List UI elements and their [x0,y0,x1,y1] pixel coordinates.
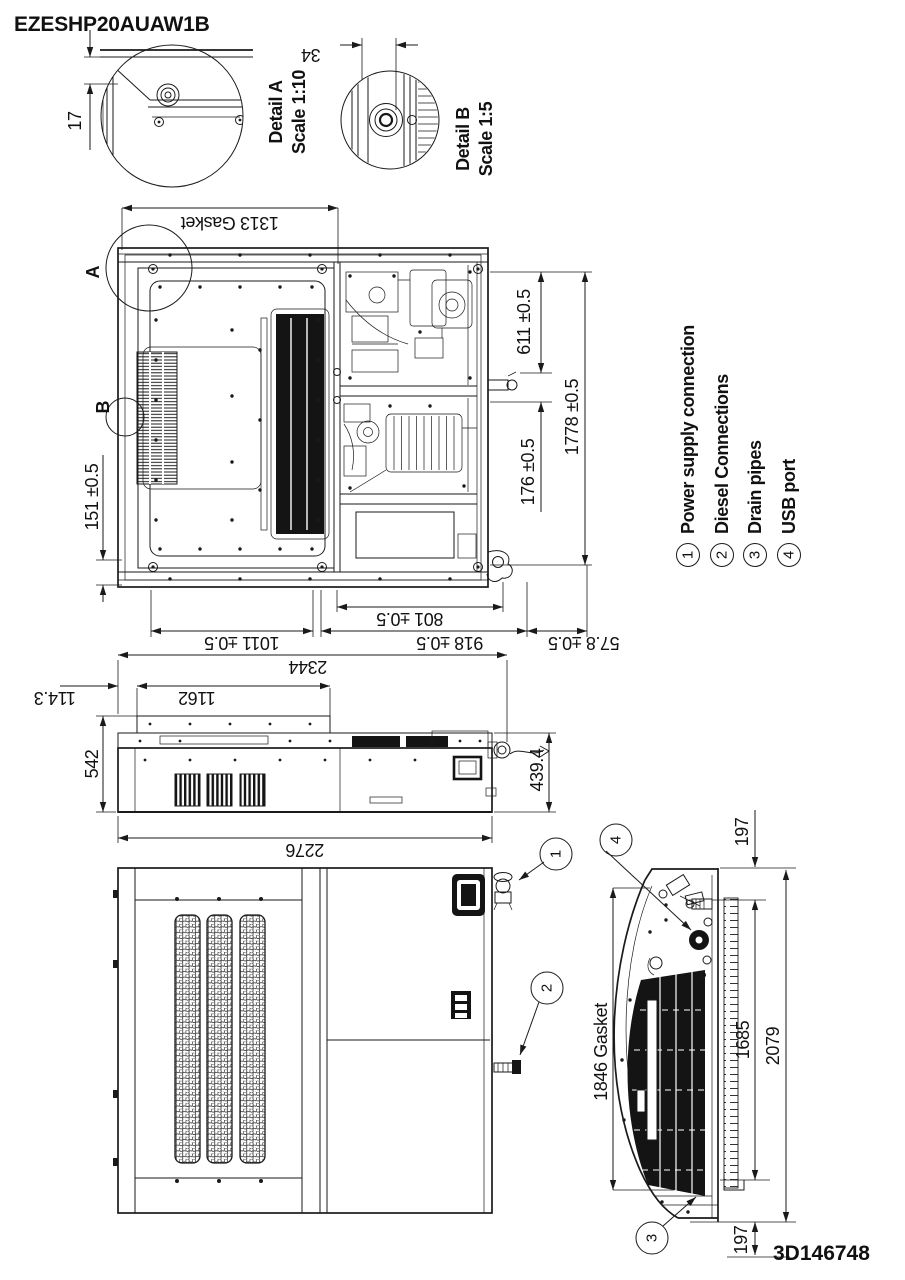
callout-1: 1 [518,837,573,881]
svg-text:USB port: USB port [779,459,799,534]
detail-b-dim-34: 34 [301,38,418,110]
side-grille-1 [174,773,201,807]
svg-text:801 ±0.5: 801 ±0.5 [376,609,443,629]
top-view-machinery-compartment [333,262,478,572]
svg-text:1778 ±0.5: 1778 ±0.5 [562,378,582,455]
svg-text:542: 542 [82,749,102,778]
svg-text:17: 17 [65,111,85,131]
front-grille-strip-3 [239,914,266,1164]
front-view [113,867,521,1214]
side-view-vent-1 [352,736,400,747]
callout-3: 3 [635,1196,697,1255]
svg-text:Drain pipes: Drain pipes [745,440,765,534]
side-view-dimensions: 2344 1162 114.3 542 439.4 2276 [34,651,556,860]
discharge-slots [276,314,324,534]
top-view: A B 1313 Gasket 611 ±0.5 1778 ±0.5 176 ±… [82,204,620,653]
detail-b-label: Detail B [453,107,473,171]
svg-text:197: 197 [731,1225,751,1254]
svg-text:2079: 2079 [763,1026,783,1065]
callout-2: 2 [519,971,564,1056]
section-b-circle [105,397,145,437]
legend-item-1: 1 Power supply connection [676,325,700,567]
svg-text:1846 Gasket: 1846 Gasket [591,1003,611,1101]
svg-text:151 ±0.5: 151 ±0.5 [82,463,102,530]
drawing-number: 3D146748 [773,1242,870,1265]
svg-text:3: 3 [747,551,764,559]
side-view-vent-2 [406,736,448,747]
profile-view-dimensions: 197 1685 2079 1846 Gasket 197 [591,810,796,1258]
top-view-side-pipe [487,371,518,391]
front-grille-strip-1 [174,914,201,1164]
svg-text:2276: 2276 [285,840,324,860]
section-a-circle [105,224,193,312]
detail-a-label: Detail A [266,80,286,144]
svg-text:1: 1 [680,551,697,559]
detail-b-boundary-circle [340,70,440,170]
side-grille-3 [239,773,266,807]
front-display-panel [452,874,485,916]
side-grille-2 [206,773,233,807]
legend-item-2: 2 Diesel Connections [710,374,734,567]
diesel-connection-pipe [493,1060,521,1074]
side-display [452,755,483,781]
power-supply-gland [493,872,513,911]
svg-text:1: 1 [548,850,565,858]
detail-b-view: 34 Detail B Scale 1:5 [301,38,496,176]
svg-text:439.4: 439.4 [527,748,547,791]
front-grille-strip-2 [206,914,233,1164]
svg-text:1313 Gasket: 1313 Gasket [181,213,279,233]
detail-a-part-lines [102,57,243,187]
svg-text:918 ±0.5: 918 ±0.5 [416,633,483,653]
front-connector-block [451,991,471,1019]
detail-a-dim-17: 17 [65,30,118,150]
section-a-label: A [83,266,103,279]
svg-text:4: 4 [781,551,798,559]
legend-item-3: 3 Drain pipes [743,440,767,567]
svg-text:176 ±0.5: 176 ±0.5 [518,438,538,505]
lifting-bracket [658,873,705,907]
side-view-body [117,747,493,813]
profile-coil-block [627,970,705,1196]
page-title: EZESHP20AUAW1B [14,13,210,36]
svg-text:34: 34 [301,45,321,65]
detail-b-scale: Scale 1:5 [476,101,496,176]
svg-text:2344: 2344 [288,657,327,677]
top-view-drain-connector [486,550,513,582]
svg-text:197: 197 [732,817,752,846]
svg-text:114.3: 114.3 [34,688,76,708]
intake-grille [136,351,178,485]
top-view-outline [117,247,489,588]
top-view-coil-panel [136,267,335,569]
profile-handle-slot [646,999,658,1141]
callout-4: 4 [599,823,692,931]
svg-text:Power supply connection: Power supply connection [678,325,698,534]
legend-item-4: 4 USB port [777,459,801,567]
detail-a-view: 17 Detail A Scale 1:10 [65,30,309,188]
svg-text:3: 3 [644,1234,661,1242]
svg-text:1685: 1685 [733,1020,753,1059]
svg-text:57.8 ±0.5: 57.8 ±0.5 [548,633,620,653]
top-view-frame-screws [148,253,483,581]
profile-view: 197 1685 2079 1846 Gasket 197 [591,810,796,1258]
svg-text:1011 ±0.5: 1011 ±0.5 [204,633,279,653]
svg-text:611 ±0.5: 611 ±0.5 [514,289,534,355]
svg-text:Diesel Connections: Diesel Connections [712,374,732,534]
detail-a-scale: Scale 1:10 [289,70,309,154]
svg-text:2: 2 [714,551,731,559]
svg-text:4: 4 [608,836,625,844]
top-gland [685,898,713,910]
back-fin-strip [723,897,739,1189]
usb-port [689,930,709,950]
detail-a-boundary-circle [100,44,244,188]
legend: 1 Power supply connection 2 Diesel Conne… [676,325,801,567]
top-view-dimensions: 1313 Gasket 611 ±0.5 1778 ±0.5 176 ±0.5 … [82,204,620,653]
panel-screw-dots [154,285,320,551]
svg-text:1162: 1162 [178,688,215,708]
side-view: 2344 1162 114.3 542 439.4 2276 [34,651,556,860]
section-b-label: B [93,401,113,414]
svg-text:2: 2 [539,984,556,992]
front-view-outline [117,867,493,1214]
profile-front-curve [613,879,679,1219]
